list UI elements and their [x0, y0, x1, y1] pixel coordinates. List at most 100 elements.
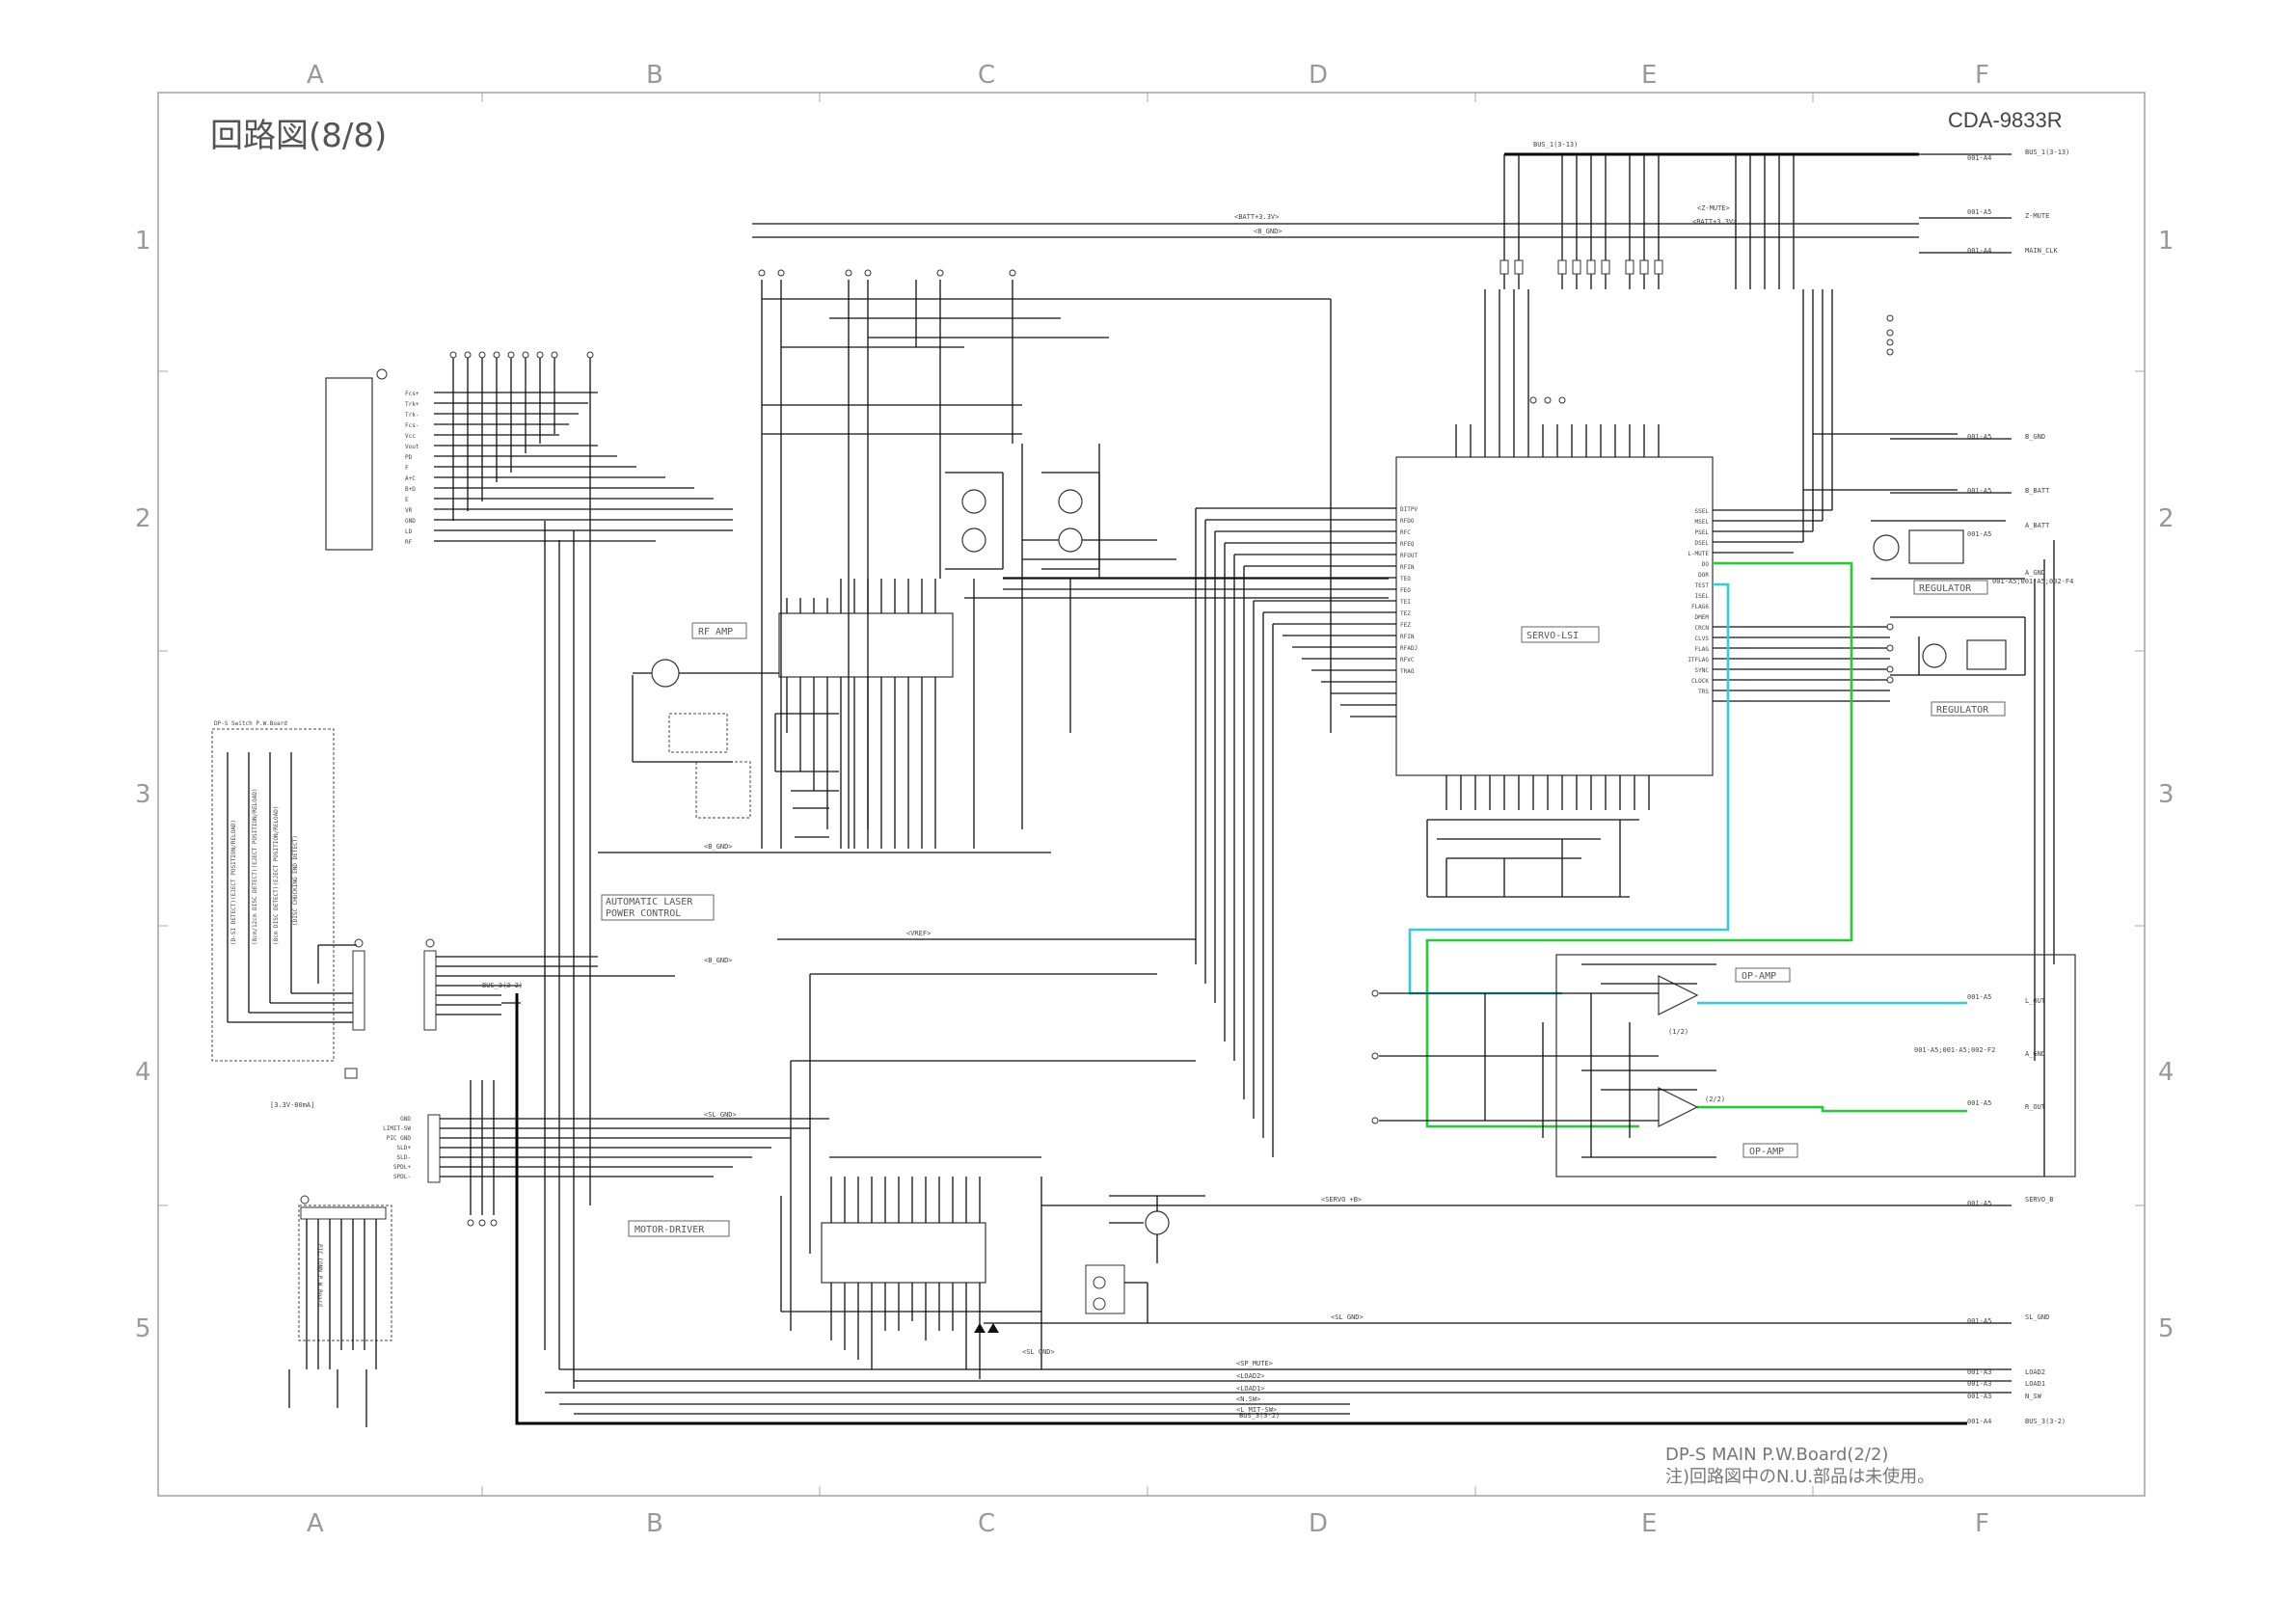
rf-amp-label: RF AMP [698, 627, 733, 637]
svg-text:PSEL: PSEL [1695, 529, 1710, 536]
op-amp-2-label: OP-AMP [1749, 1147, 1784, 1157]
svg-text:TEST: TEST [1695, 582, 1710, 589]
svg-text:VR: VR [405, 507, 413, 514]
svg-text:PD: PD [405, 454, 413, 461]
net-bgnd-low: <B_GND> [704, 843, 733, 851]
net-batt33: <BATT+3.3V> [1234, 213, 1279, 221]
op-amp-1: OP-AMP (1/2) [1658, 967, 1791, 1036]
svg-text:FEZ: FEZ [1400, 622, 1411, 629]
col-d-top: D [1309, 61, 1328, 90]
svg-text:E: E [405, 497, 409, 503]
svg-text:GND: GND [405, 518, 416, 525]
svg-text:FEO: FEO [1400, 587, 1411, 594]
svg-text:Z-MUTE: Z-MUTE [2025, 212, 2049, 220]
svg-text:001-A5: 001-A5 [1967, 433, 1991, 441]
lower-wires [1109, 1195, 1205, 1323]
servo-lsi-label: SERVO-LSI [1526, 631, 1579, 641]
svg-text:CRCN: CRCN [1695, 625, 1710, 632]
svg-text:A+C: A+C [405, 475, 416, 482]
switch-board: DP-S Switch P.W.Board [211, 720, 335, 1062]
motor-driver-pins [830, 1177, 981, 1379]
svg-text:001-A4: 001-A4 [1967, 247, 1991, 255]
svg-text:RFC: RFC [1400, 529, 1411, 536]
switch-to-bus [436, 956, 675, 1015]
svg-text:LIMIT-SW: LIMIT-SW [383, 1125, 411, 1132]
svg-text:RF: RF [405, 539, 413, 546]
sheet-title: 回路図(8/8) [210, 117, 387, 155]
svg-text:TRAO: TRAO [1400, 668, 1415, 675]
svg-text:ITFLAG: ITFLAG [1688, 657, 1709, 663]
svg-text:001-A5: 001-A5 [1967, 1200, 1991, 1207]
svg-text:Vout: Vout [405, 444, 419, 450]
bus-3-thick [515, 993, 1967, 1425]
op-amp-1-label: OP-AMP [1742, 971, 1776, 982]
col-d-bottom: D [1309, 1509, 1328, 1538]
svg-text:A_GND: A_GND [2025, 1050, 2045, 1058]
motor-driver-label: MOTOR-DRIVER [635, 1225, 705, 1235]
board-name: DP-S MAIN P.W.Board(2/2) [1665, 1445, 1888, 1465]
column-labels-bottom: A B C D E F [307, 1509, 1989, 1538]
svg-text:LD: LD [405, 528, 413, 535]
pickup-connector [325, 368, 388, 551]
switch-connectors [344, 938, 437, 1079]
pickup-terminals [449, 351, 594, 359]
svg-text:001-A3: 001-A3 [1967, 1380, 1991, 1388]
col-b-top: B [646, 61, 663, 90]
svg-text:Trk+: Trk+ [405, 401, 419, 408]
top-left-supply [761, 280, 1332, 849]
svg-text:B_BATT: B_BATT [2025, 487, 2050, 495]
regulator-1: REGULATOR [1873, 529, 1988, 595]
alpc-block: AUTOMATIC LASER POWER CONTROL [601, 659, 751, 921]
svg-text:B_GND: B_GND [2025, 433, 2045, 441]
col-c-bottom: C [978, 1509, 995, 1538]
motor-wires [440, 973, 1196, 1369]
regulator-1-label: REGULATOR [1919, 583, 1972, 594]
svg-text:SPDL-: SPDL- [393, 1174, 411, 1180]
svg-text:001-A5: 001-A5 [1967, 208, 1991, 216]
svg-text:BUS_1(3-13): BUS_1(3-13) [2025, 149, 2069, 156]
motor-driver-ic: MOTOR-DRIVER [628, 1220, 986, 1284]
net-bgnd-top: <B_GND> [1254, 228, 1283, 235]
svg-text:Fcs-: Fcs- [405, 422, 419, 429]
col-f-top: F [1975, 61, 1989, 90]
svg-text:001-A5: 001-A5 [1967, 530, 1991, 538]
bus-top-drops [1503, 154, 1795, 289]
svg-text:001-A5;001-A5;002-F4: 001-A5;001-A5;002-F4 [1992, 578, 2073, 585]
svg-text:FLAG: FLAG [1695, 646, 1710, 653]
switch-board-label: DP-S Switch P.W.Board [214, 720, 287, 727]
svg-text:N_SW: N_SW [2025, 1393, 2042, 1400]
svg-text:001-A3: 001-A3 [1967, 1368, 1991, 1376]
svg-text:DSEL: DSEL [1695, 540, 1710, 547]
output-leads [1890, 153, 2012, 494]
svg-text:<SP_MUTE>: <SP_MUTE> [1236, 1360, 1273, 1367]
net-batt33b: <BATT+3.3V> [1692, 218, 1737, 226]
frame-ticks [158, 93, 2145, 1496]
column-labels-top: A B C D E F [307, 61, 1989, 90]
switch-labels: (D-SI DETECT)(EJECT POSITION/RELOAD) (8c… [230, 788, 299, 945]
svg-text:Trk-: Trk- [405, 412, 419, 419]
svg-text:RFIN: RFIN [1400, 634, 1415, 640]
opamp-wires [1379, 963, 1716, 1158]
servo-b-transistor [974, 1210, 1170, 1333]
sheet-frame [157, 92, 2146, 1497]
svg-text:001-A5: 001-A5 [1967, 1099, 1991, 1107]
svg-text:DITPV: DITPV [1400, 506, 1418, 513]
alpc-wires [632, 672, 839, 838]
row-2-left: 2 [135, 504, 151, 533]
svg-text:001-A5;001-A5;002-F2: 001-A5;001-A5;002-F2 [1914, 1046, 1995, 1054]
row-4-left: 4 [135, 1058, 151, 1087]
svg-text:L-MUTE: L-MUTE [1688, 551, 1709, 557]
col-a-bottom: A [307, 1509, 324, 1538]
svg-text:R_OUT: R_OUT [2025, 1103, 2046, 1111]
svg-text:DMEM: DMEM [1695, 614, 1710, 621]
pickup-pins: Fcs+ Trk+ Trk- Fcs- Vcc Vout PD F A+C B+… [405, 391, 419, 546]
net-zmute: <Z-MUTE> [1697, 204, 1730, 212]
regulator-2: REGULATOR [1922, 639, 2007, 717]
top-terminals [758, 269, 1016, 277]
svg-text:CLVS: CLVS [1695, 636, 1710, 642]
servo-top-pins [1455, 289, 1660, 457]
svg-text:L_OUT: L_OUT [2025, 997, 2046, 1005]
note-jp: 注)回路図中のN.U.部品は未使用。 [1665, 1467, 1934, 1487]
svg-text:RFOUT: RFOUT [1400, 553, 1418, 559]
